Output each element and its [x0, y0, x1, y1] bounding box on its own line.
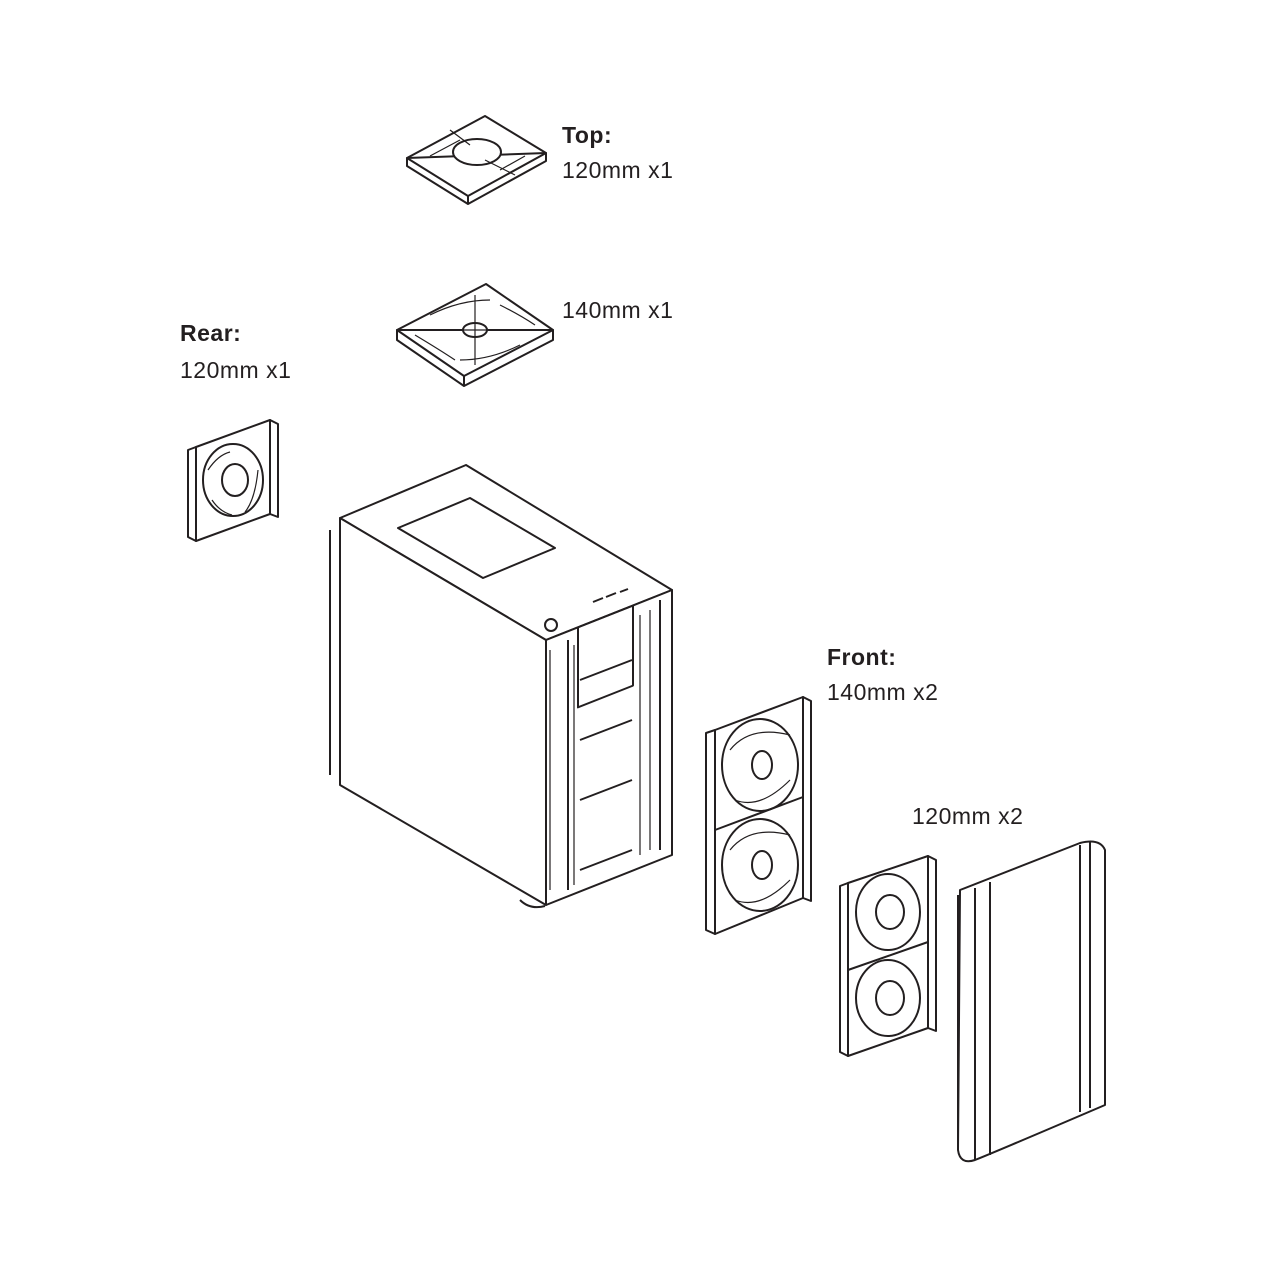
pc-case — [329, 464, 673, 909]
top-140mm-label: 140mm x1 — [562, 297, 674, 323]
front-title: Front: — [827, 644, 897, 670]
front-panel — [957, 840, 1106, 1163]
front-120mm-label: 120mm x2 — [912, 803, 1024, 829]
rear-120mm-label: 120mm x1 — [180, 357, 292, 383]
rear-title: Rear: — [180, 320, 242, 346]
front-140mm-label: 140mm x2 — [827, 679, 939, 705]
front-140mm-fans — [705, 696, 812, 935]
top-120mm-label: 120mm x1 — [562, 157, 674, 183]
top-120mm-fan — [406, 115, 547, 205]
top-title: Top: — [562, 122, 613, 148]
front-120mm-fans — [839, 855, 937, 1057]
top-140mm-fan — [396, 283, 554, 387]
rear-120mm-fan — [187, 419, 279, 542]
